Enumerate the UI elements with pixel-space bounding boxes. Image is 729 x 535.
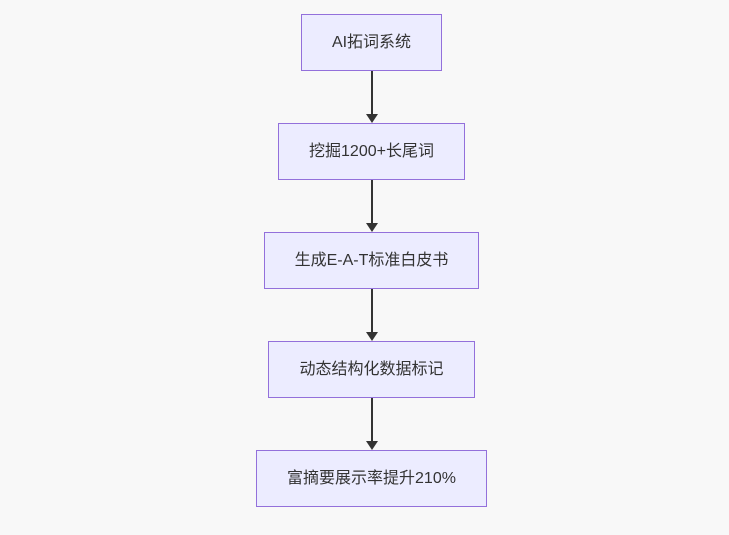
flowchart: AI拓词系统 挖掘1200+长尾词 生成E-A-T标准白皮书 动态结构化数据标记… xyxy=(7,0,729,507)
arrow-head-icon xyxy=(365,441,378,450)
arrow-line xyxy=(370,180,373,223)
flow-node-longtail-mining: 挖掘1200+长尾词 xyxy=(278,123,465,180)
flow-node-structured-data-markup: 动态结构化数据标记 xyxy=(268,341,475,398)
flow-node-rich-snippet-uplift: 富摘要展示率提升210% xyxy=(256,450,487,507)
arrow-head-icon xyxy=(365,332,378,341)
flow-arrow xyxy=(365,71,378,123)
arrow-head-icon xyxy=(365,114,378,123)
flow-arrow xyxy=(365,180,378,232)
arrow-head-icon xyxy=(365,223,378,232)
arrow-line xyxy=(370,289,373,332)
flow-arrow xyxy=(365,398,378,450)
flow-node-eat-whitepaper: 生成E-A-T标准白皮书 xyxy=(263,232,480,289)
arrow-line xyxy=(370,71,373,114)
arrow-line xyxy=(370,398,373,441)
flow-arrow xyxy=(365,289,378,341)
flow-node-ai-keyword-system: AI拓词系统 xyxy=(300,14,443,71)
